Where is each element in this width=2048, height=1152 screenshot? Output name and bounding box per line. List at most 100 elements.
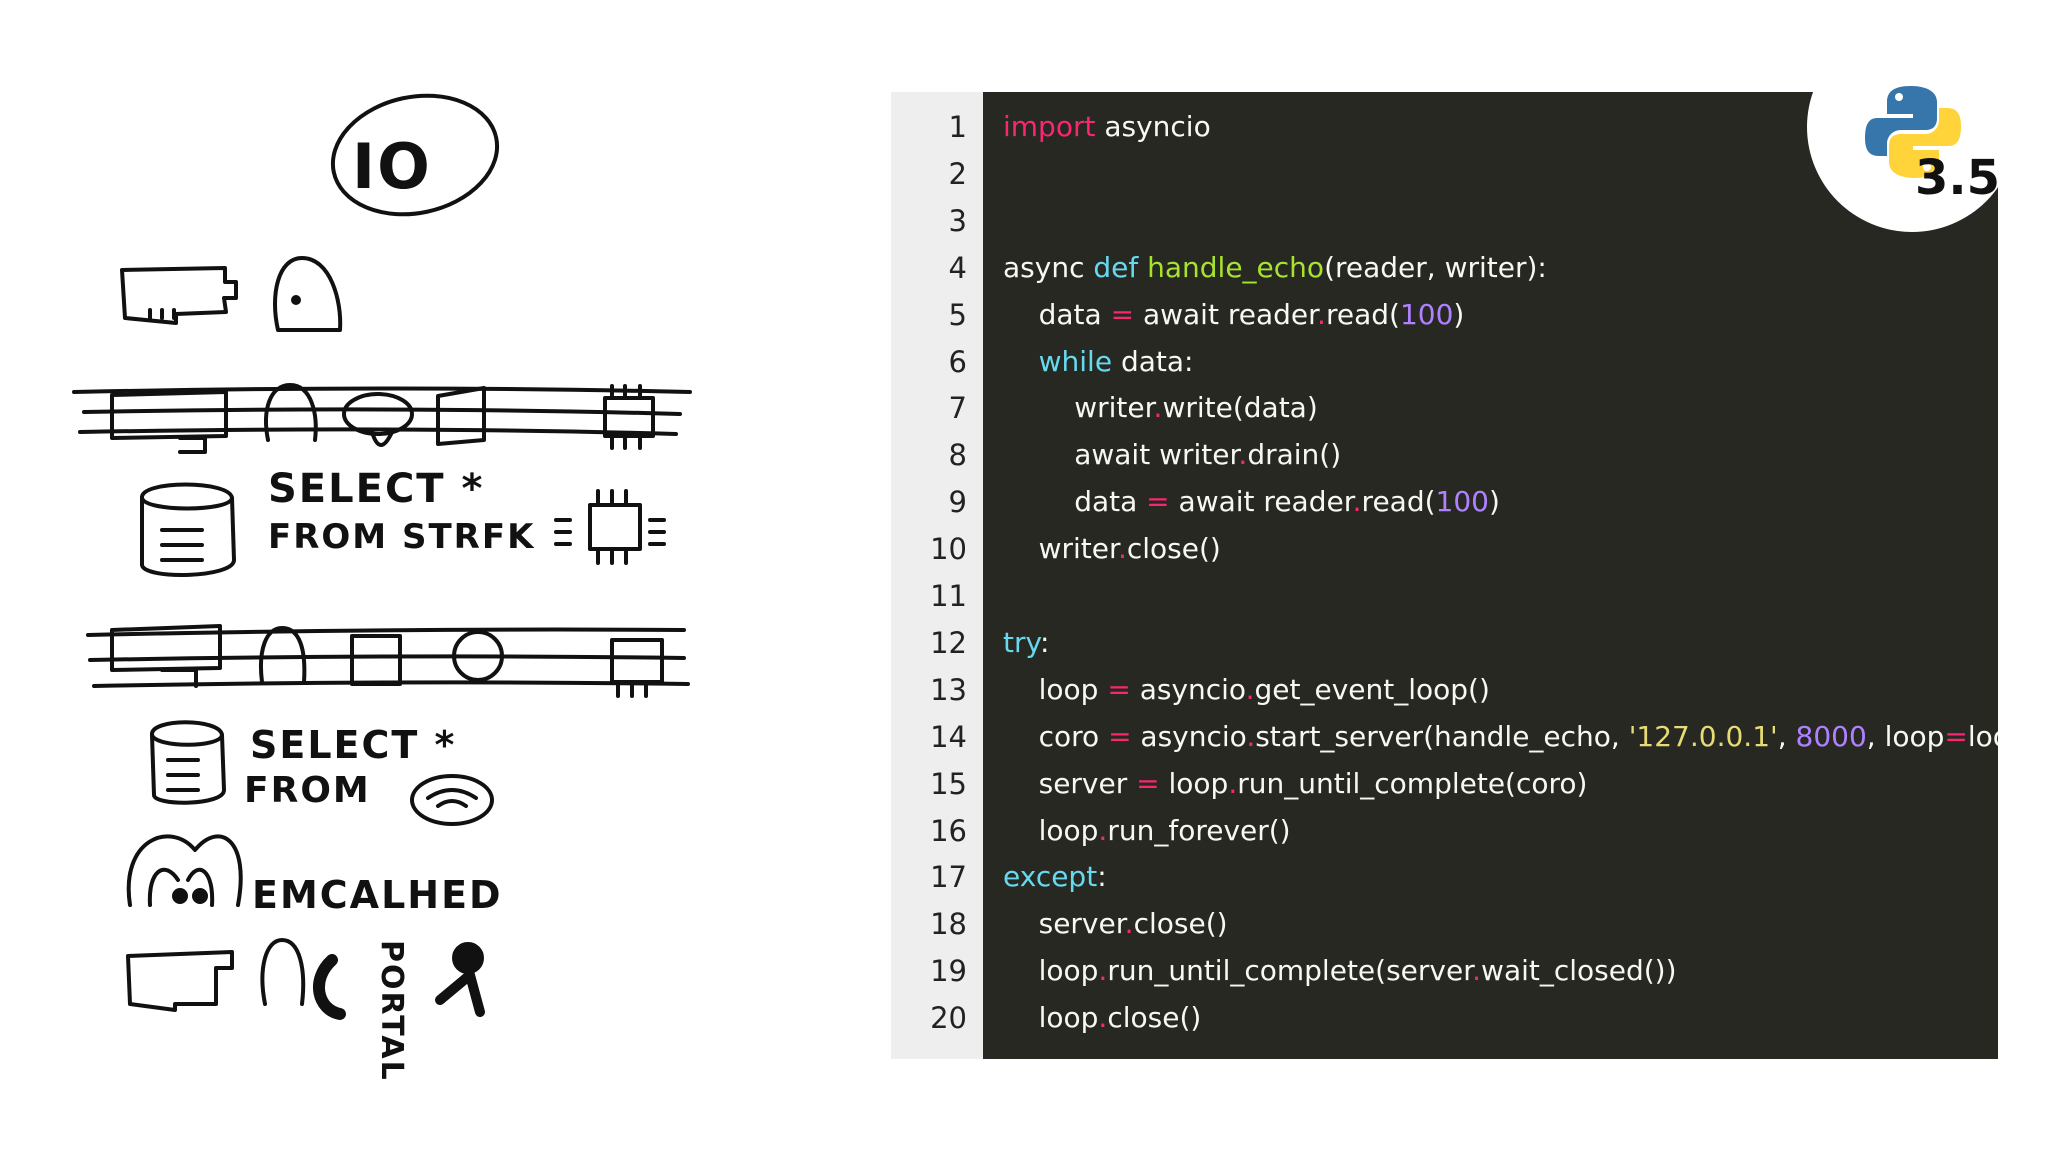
line-number: 20: [930, 1001, 967, 1036]
code-token: 100: [1399, 297, 1454, 331]
line-number: 19: [930, 954, 967, 989]
line-number: 11: [930, 579, 967, 613]
code-token: await reader: [1169, 485, 1353, 519]
code-line: async def handle_echo(reader, writer):: [1003, 251, 1547, 284]
code-token: run_forever(): [1107, 813, 1291, 847]
code-token: loop: [1003, 954, 1099, 988]
code-token: , loop: [1866, 719, 1945, 753]
code-token: .: [1472, 954, 1482, 988]
code-token: data: [1003, 297, 1111, 331]
line-number: 6: [948, 344, 967, 379]
code-token: loop: [1159, 766, 1229, 800]
code-token: .: [1228, 766, 1238, 800]
code-token: .: [1098, 813, 1108, 847]
code-token: (reader, writer):: [1324, 250, 1547, 284]
io-label: IO: [352, 130, 432, 203]
line-number: 15: [930, 766, 967, 801]
line-number: 2: [948, 156, 967, 191]
code-token: drain(): [1247, 438, 1342, 472]
code-line: except:: [1003, 860, 1107, 893]
code-token: run_until_complete(server: [1107, 954, 1473, 988]
code-token: .: [1098, 1001, 1108, 1035]
code-token: wait_closed()): [1481, 954, 1677, 988]
code-line: import asyncio: [1003, 110, 1211, 143]
code-line: server = loop.run_until_complete(coro): [1003, 766, 1588, 800]
line-number: 18: [930, 907, 967, 942]
code-token: ): [1453, 297, 1465, 331]
line-number: 14: [930, 719, 967, 754]
code-token: try: [1003, 625, 1041, 659]
code-token: data: [1003, 485, 1147, 519]
code-token: def: [1093, 250, 1148, 284]
code-token: ): [1488, 485, 1500, 519]
code-token: loop: [1003, 813, 1099, 847]
from-1-label: FROM STRFK: [268, 517, 535, 557]
code-token: asyncio: [1130, 672, 1246, 706]
code-token: coro: [1003, 719, 1109, 753]
code-token: :: [1040, 625, 1050, 659]
code-token: data:: [1112, 344, 1194, 378]
code-token: =: [1108, 719, 1132, 753]
line-number: 13: [930, 672, 967, 707]
code-token: 8000: [1795, 719, 1867, 753]
code-token: async: [1003, 250, 1094, 284]
code-token: 100: [1435, 485, 1489, 519]
code-line: loop.run_forever(): [1003, 814, 1291, 847]
code-line: data = await reader.read(100): [1003, 297, 1465, 331]
line-number: 12: [930, 625, 967, 660]
code-token: .: [1117, 532, 1127, 566]
python-version-badge: 3.5: [1807, 22, 2017, 232]
code-token: [1003, 345, 1039, 378]
code-token: server: [1003, 766, 1137, 800]
code-token: =: [1136, 766, 1160, 800]
line-number: 10: [930, 532, 967, 567]
memcached-label: EMCALHED: [252, 873, 503, 917]
code-line: try:: [1003, 626, 1049, 659]
code-line: coro = asyncio.start_server(handle_echo,…: [1003, 720, 1998, 753]
line-number: 1: [948, 110, 967, 144]
pipeline-row-2: [86, 624, 690, 698]
line-number: 7: [948, 391, 967, 426]
code-token: =: [1107, 672, 1131, 706]
sketch-drawing: IO SELECT * FR: [72, 93, 692, 1082]
code-token: .: [1317, 297, 1326, 331]
code-token: await reader: [1134, 297, 1318, 331]
select-star-1-label: SELECT *: [268, 466, 484, 512]
code-token: get_event_loop(): [1254, 672, 1490, 706]
line-number: 9: [948, 485, 967, 520]
code-token: =: [1944, 719, 1968, 753]
code-token: asyncio: [1131, 719, 1247, 753]
code-token: =: [1146, 485, 1170, 519]
code-line: data = await reader.read(100): [1003, 485, 1500, 518]
code-token: =: [1110, 297, 1135, 331]
code-token: loop: [1003, 1001, 1099, 1035]
code-token: writer: [1003, 532, 1118, 566]
pipeline-row-1: [72, 383, 692, 454]
code-line: loop.close(): [1003, 1001, 1202, 1035]
code-token: writer: [1003, 391, 1154, 425]
code-token: loop: [1003, 672, 1108, 706]
portal-label: PORTAL: [374, 940, 409, 1082]
code-token: handle_echo: [1147, 250, 1325, 284]
code-token: close(): [1107, 1001, 1202, 1035]
code-line: server.close(): [1003, 907, 1228, 940]
python-version-label: 3.5: [1915, 150, 2001, 206]
code-token: import: [1003, 110, 1096, 143]
code-token: run_until_complete(coro): [1237, 766, 1588, 800]
hand-drawn-sketch: IO SELECT * FR: [0, 0, 880, 1152]
code-token: .: [1153, 391, 1163, 425]
server-and-user-icons: [120, 256, 343, 332]
memcached-icon-group: EMCALHED: [126, 834, 503, 917]
database-query-1: SELECT * FROM STRFK: [140, 466, 666, 577]
code-token: ,: [1777, 719, 1796, 753]
code-line: loop = asyncio.get_event_loop(): [1003, 673, 1490, 706]
code-token: close(): [1133, 907, 1228, 941]
code-token: except: [1003, 860, 1098, 894]
code-token: write(data): [1162, 391, 1318, 425]
select-star-2-label: SELECT *: [250, 723, 456, 767]
from-2-label: FROM: [244, 770, 371, 811]
portal-icon-group: PORTAL: [126, 938, 485, 1082]
code-token: start_server(handle_echo,: [1255, 719, 1629, 753]
line-number: 3: [948, 203, 967, 238]
